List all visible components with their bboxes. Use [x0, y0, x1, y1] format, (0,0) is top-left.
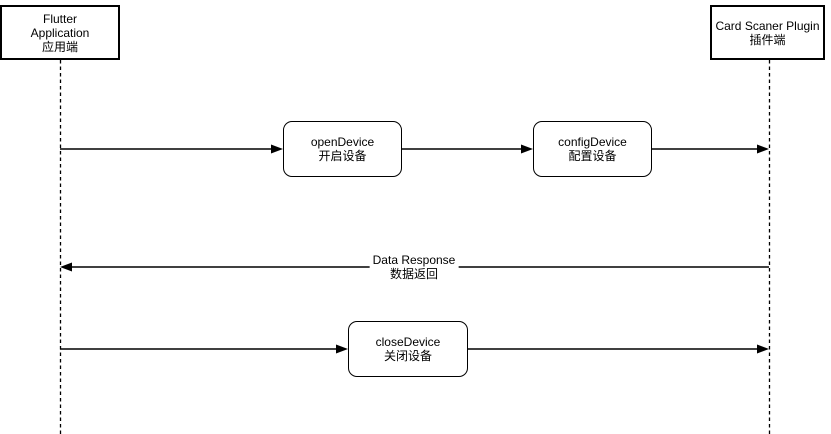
arrowhead-right-icon — [521, 144, 533, 154]
step-title: closeDevice — [375, 335, 441, 349]
step-subtitle: 配置设备 — [568, 149, 617, 163]
arrow-open-to-config-device — [402, 144, 533, 154]
step-config-device: configDevice 配置设备 — [533, 121, 652, 177]
arrowhead-right-icon — [757, 344, 769, 354]
arrowhead-right-icon — [271, 144, 283, 154]
arrowhead-right-icon — [336, 344, 348, 354]
actor-subtitle: 应用端 — [41, 39, 78, 54]
step-title: configDevice — [558, 135, 627, 149]
actor-card-scanner-plugin: Card Scaner Plugin 插件端 — [710, 5, 825, 60]
step-subtitle: 关闭设备 — [383, 349, 432, 363]
message-title: Data Response — [372, 253, 456, 267]
step-title: openDevice — [310, 135, 375, 149]
arrow-close-to-plugin — [468, 344, 769, 354]
arrow-app-to-open-device — [60, 144, 283, 154]
actor-subtitle: 插件端 — [749, 32, 786, 47]
actor-title: Card Scaner Plugin — [715, 18, 820, 33]
arrowhead-right-icon — [757, 144, 769, 154]
step-close-device: closeDevice 关闭设备 — [348, 321, 468, 377]
message-label-data-response: Data Response 数据返回 — [369, 253, 459, 281]
arrow-app-to-close-device — [60, 344, 348, 354]
actor-flutter-application: Flutter Application 应用端 — [0, 5, 120, 60]
message-subtitle: 数据返回 — [389, 267, 438, 281]
actor-title: Flutter Application — [30, 11, 90, 40]
step-open-device: openDevice 开启设备 — [283, 121, 402, 177]
arrowhead-left-icon — [60, 262, 72, 272]
arrow-config-to-plugin — [652, 144, 769, 154]
step-subtitle: 开启设备 — [318, 149, 367, 163]
